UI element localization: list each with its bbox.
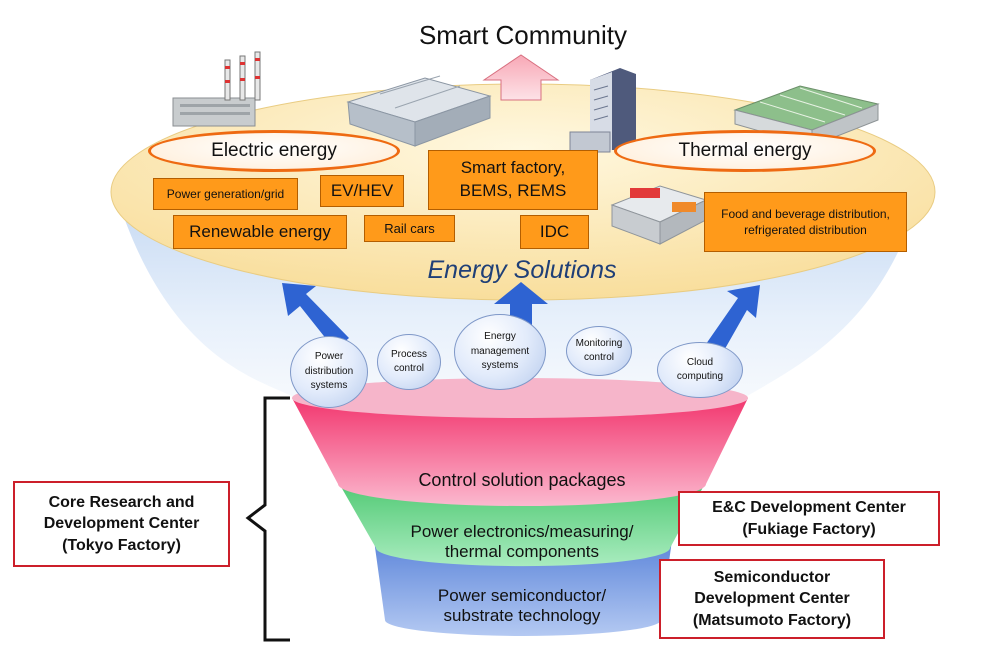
process-control-bubble: Process control <box>377 334 441 390</box>
curly-brace <box>248 398 290 640</box>
idc-box: IDC <box>520 215 589 249</box>
core-research-center-box: Core Research and Development Center (To… <box>13 481 230 567</box>
cloud-computing-bubble: Cloud computing <box>657 342 743 398</box>
ev-hev-box: EV/HEV <box>320 175 404 207</box>
power-generation-box: Power generation/grid <box>153 178 298 210</box>
page-title: Smart Community <box>380 20 666 51</box>
electric-energy-ellipse: Electric energy <box>148 130 400 172</box>
semiconductor-development-center-box: Semiconductor Development Center (Matsum… <box>659 559 885 639</box>
power-plant-illustration <box>173 52 260 126</box>
renewable-energy-box: Renewable energy <box>173 215 347 249</box>
rail-cars-box: Rail cars <box>364 215 455 242</box>
energy-management-bubble: Energy management systems <box>454 314 546 390</box>
food-distribution-box: Food and beverage distribution, refriger… <box>704 192 907 252</box>
monitoring-control-bubble: Monitoring control <box>566 326 632 376</box>
control-solution-label: Control solution packages <box>382 470 662 492</box>
energy-solutions-label: Energy Solutions <box>400 255 644 285</box>
ec-development-center-box: E&C Development Center (Fukiage Factory) <box>678 491 940 546</box>
power-distribution-bubble: Power distribution systems <box>290 336 368 408</box>
thermal-energy-ellipse: Thermal energy <box>614 130 876 172</box>
power-electronics-label: Power electronics/measuring/ thermal com… <box>362 522 682 563</box>
smart-factory-box: Smart factory, BEMS, REMS <box>428 150 598 210</box>
semiconductor-layer-label: Power semiconductor/ substrate technolog… <box>392 586 652 627</box>
